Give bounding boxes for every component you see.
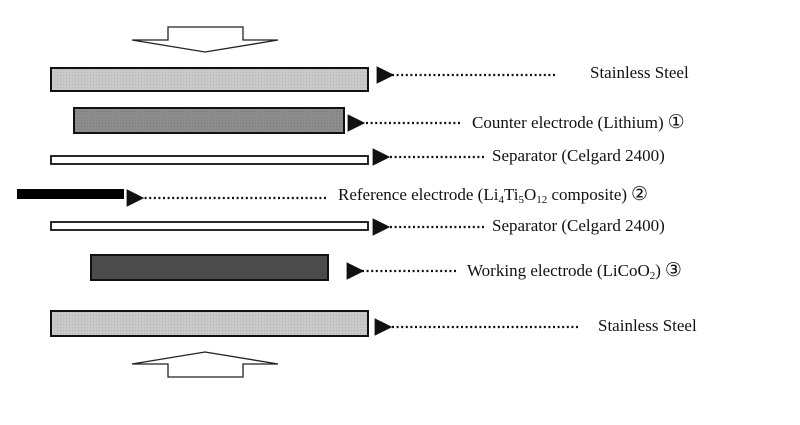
label-separator-2: Separator (Celgard 2400) xyxy=(492,216,665,236)
working-electrode-layer xyxy=(90,254,329,281)
label-text: O xyxy=(523,185,537,204)
label-text: Separator (Celgard 2400) xyxy=(492,216,665,235)
marker-2-icon: ② xyxy=(631,183,649,205)
separator-1-layer xyxy=(50,155,369,165)
label-text: composite) xyxy=(547,185,628,204)
subscript: 4 xyxy=(498,194,504,206)
counter-electrode-texture xyxy=(75,109,343,132)
marker-3-icon: ③ xyxy=(664,259,682,281)
label-reference-electrode: Reference electrode (Li4Ti5O12 composite… xyxy=(338,183,649,206)
subscript: 12 xyxy=(536,194,548,206)
label-text: Ti xyxy=(503,185,519,204)
press-down-arrow xyxy=(131,26,279,53)
label-text: Working electrode (LiCoO xyxy=(467,261,650,280)
label-text: ) xyxy=(655,261,661,280)
label-working-electrode: Working electrode (LiCoO2)③ xyxy=(467,259,682,282)
marker-1-icon: ① xyxy=(667,111,685,133)
subscript: 2 xyxy=(649,270,656,282)
stainless-steel-top-texture xyxy=(52,69,367,90)
label-stainless-bottom: Stainless Steel xyxy=(598,316,697,336)
label-separator-1: Separator (Celgard 2400) xyxy=(492,146,665,166)
reference-electrode-layer xyxy=(17,189,124,199)
stainless-steel-bottom-texture xyxy=(52,312,367,335)
label-counter-electrode: Counter electrode (Lithium)① xyxy=(472,112,685,133)
label-text: Stainless Steel xyxy=(590,63,689,82)
label-text: Reference electrode (Li xyxy=(338,185,499,204)
label-text: Stainless Steel xyxy=(598,316,697,335)
subscript: 5 xyxy=(518,194,524,206)
separator-2-layer xyxy=(50,221,369,231)
label-text: Separator (Celgard 2400) xyxy=(492,146,665,165)
label-stainless-top: Stainless Steel xyxy=(590,63,689,83)
label-text: Counter electrode (Lithium) xyxy=(472,113,664,132)
press-up-arrow xyxy=(131,351,279,378)
